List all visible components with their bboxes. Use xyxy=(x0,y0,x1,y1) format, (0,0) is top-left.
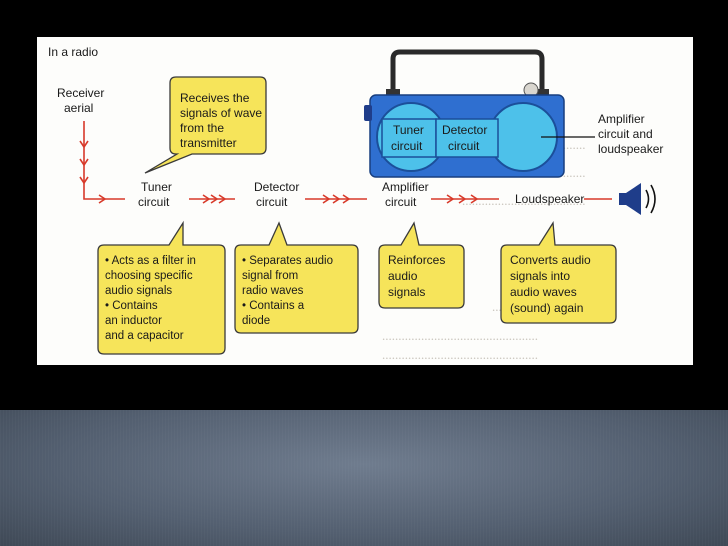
receiver-aerial-label-line2: aerial xyxy=(64,101,93,115)
callout-receives-signals: Receives the signals of wave from the tr… xyxy=(144,76,267,174)
svg-text:..............................: ........................................… xyxy=(382,347,538,362)
signal-wave-path xyxy=(79,121,612,204)
callout-detector-line5: diode xyxy=(242,315,270,327)
svg-text:..............................: ...................................... xyxy=(462,193,586,208)
callout-loudspeaker-function: Converts audio signals into audio waves … xyxy=(500,221,617,324)
callout-amplifier-line3: signals xyxy=(388,285,425,299)
radio-tuner-line2: circuit xyxy=(391,139,423,153)
callout-top-line3: from the xyxy=(180,121,224,135)
callout-detector-function: • Separates audio signal from radio wave… xyxy=(234,221,359,334)
amplifier-label-line2: circuit and xyxy=(598,127,653,141)
callout-top-line1: Receives the xyxy=(180,91,250,105)
callout-detector-line4: • Contains a xyxy=(242,300,305,312)
radio-detector-line1: Detector xyxy=(442,123,487,137)
callout-tuner-line5: an inductor xyxy=(105,315,162,327)
callout-tuner-line3: audio signals xyxy=(105,285,172,297)
stage-tuner-line1: Tuner xyxy=(141,180,172,194)
callout-tuner-line2: choosing specific xyxy=(105,270,193,282)
callout-tuner-line4: • Contains xyxy=(105,300,158,312)
stage-amplifier-line1: Amplifier xyxy=(382,180,429,194)
radio-diagram-figure: ...................................... .… xyxy=(37,37,693,365)
callout-loudspeaker-line3: audio waves xyxy=(510,285,577,299)
callout-tuner-function: • Acts as a filter in choosing specific … xyxy=(97,220,226,355)
stage-loudspeaker-label: Loudspeaker xyxy=(515,192,584,206)
callout-loudspeaker-line1: Converts audio xyxy=(510,253,591,267)
callout-detector-line2: signal from xyxy=(242,270,298,282)
callout-top-line2: signals of wave xyxy=(180,106,262,120)
callout-detector-line1: • Separates audio xyxy=(242,255,333,267)
bottom-gray-panel xyxy=(0,410,728,546)
callout-loudspeaker-line2: signals into xyxy=(510,269,570,283)
amplifier-label-line1: Amplifier xyxy=(598,112,645,126)
callout-top-line4: transmitter xyxy=(180,136,237,150)
callout-loudspeaker-line4: (sound) again xyxy=(510,301,583,315)
radio-illustration: Tuner circuit Detector circuit xyxy=(364,49,595,178)
stage-detector-line1: Detector xyxy=(254,180,299,194)
callout-tuner-line1: • Acts as a filter in xyxy=(105,255,196,267)
amplifier-label-line3: loudspeaker xyxy=(598,142,663,156)
stage-tuner-line2: circuit xyxy=(138,195,170,209)
callout-detector-line3: radio waves xyxy=(242,285,304,297)
callout-amplifier-line2: audio xyxy=(388,269,418,283)
stage-amplifier-line2: circuit xyxy=(385,195,417,209)
callout-amplifier-line1: Reinforces xyxy=(388,253,445,267)
loudspeaker-icon xyxy=(619,183,656,215)
receiver-aerial-label-line1: Receiver xyxy=(57,86,104,100)
radio-detector-line2: circuit xyxy=(448,139,480,153)
stage-detector-line2: circuit xyxy=(256,195,288,209)
callout-tuner-line6: and a capacitor xyxy=(105,330,184,342)
svg-text:..............................: ........................................… xyxy=(382,328,538,343)
callout-amplifier-function: Reinforces audio signals xyxy=(378,221,465,309)
figure-title: In a radio xyxy=(48,45,98,59)
radio-tuner-line1: Tuner xyxy=(393,123,424,137)
